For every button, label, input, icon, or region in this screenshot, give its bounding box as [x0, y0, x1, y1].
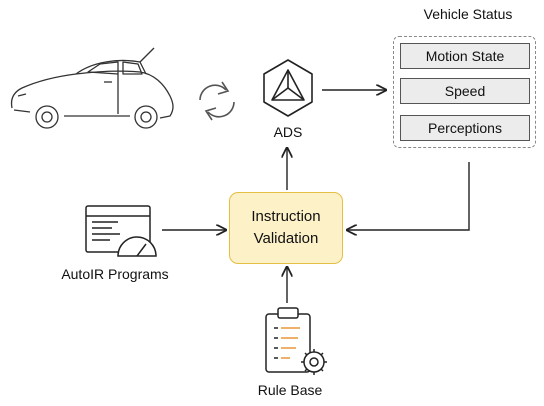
validation-line-1: Instruction — [251, 208, 321, 225]
vehicle-status-panel — [393, 36, 536, 148]
status-item-motion-state: Motion State — [400, 43, 530, 69]
instruction-validation-box: Instruction Validation — [229, 192, 343, 264]
ads-label: ADS — [273, 124, 303, 140]
arrow-status-to-validation — [347, 162, 470, 230]
program-window-icon — [85, 205, 151, 253]
gauge-icon — [117, 236, 157, 257]
autoir-programs-label: AutoIR Programs — [61, 266, 169, 282]
sync-icon — [199, 81, 235, 121]
gear-icon — [301, 349, 327, 375]
validation-line-2: Validation — [253, 230, 319, 247]
status-item-speed: Speed — [400, 78, 530, 104]
car-icon — [10, 47, 174, 129]
ads-logo-icon — [263, 59, 313, 117]
vehicle-status-title: Vehicle Status — [423, 6, 513, 22]
rule-base-label: Rule Base — [257, 382, 323, 398]
clipboard-icon — [265, 307, 311, 373]
status-item-perceptions: Perceptions — [400, 115, 530, 141]
